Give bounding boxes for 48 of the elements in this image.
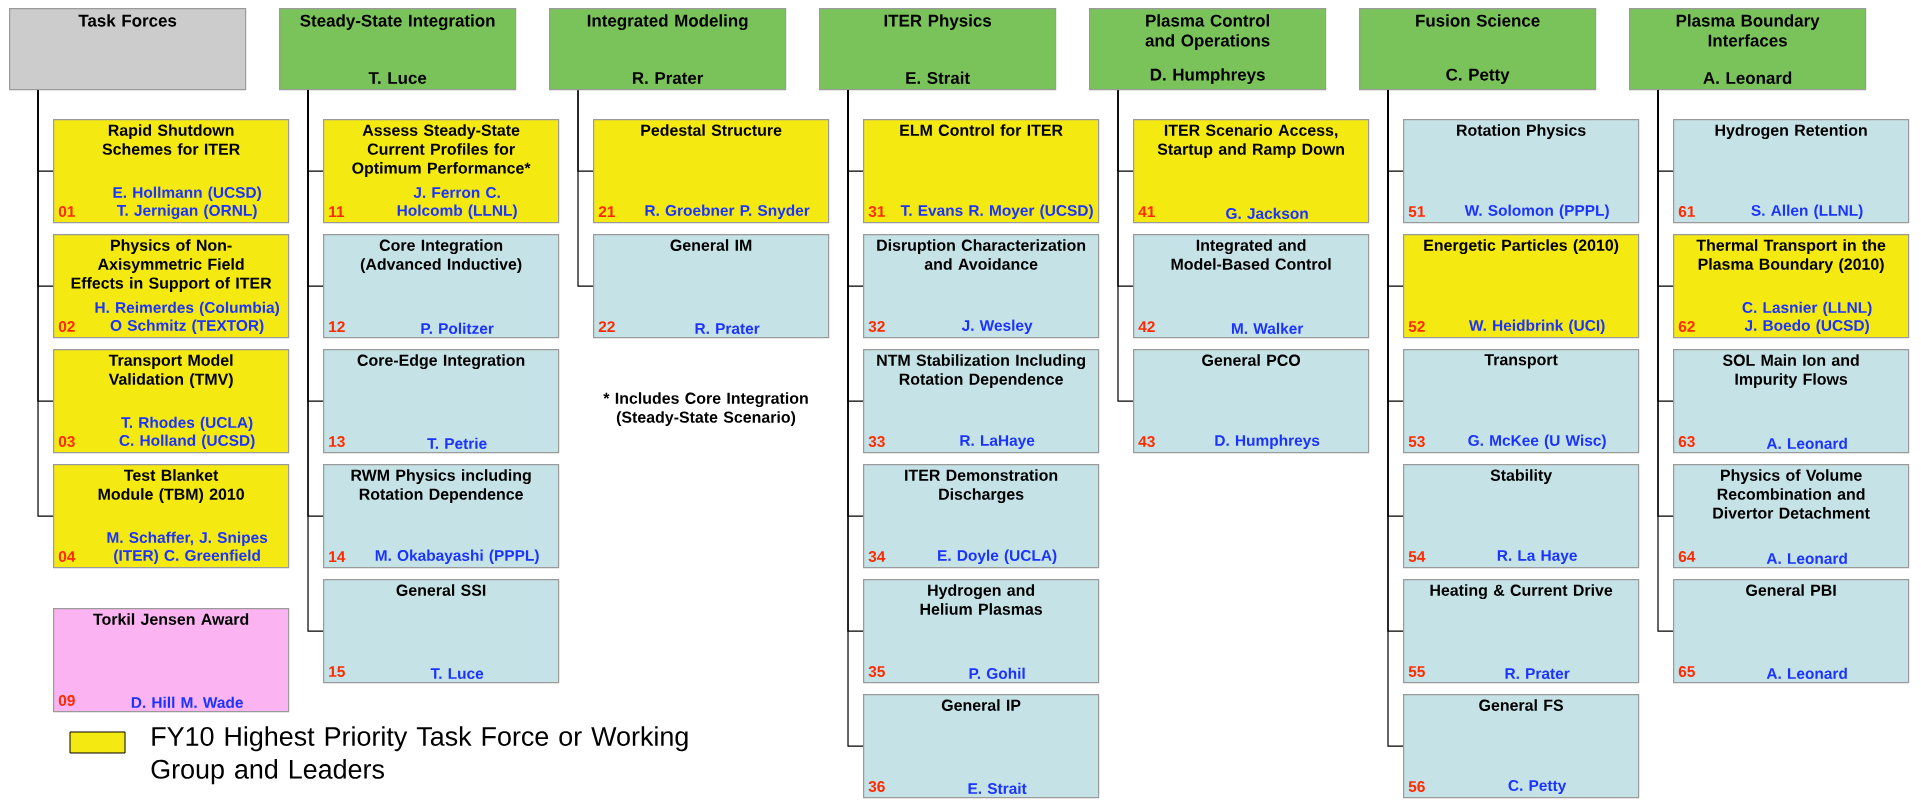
connector-line (1657, 89, 1674, 632)
group-box: Stability 54 R. La Haye (1403, 464, 1640, 569)
header-box: Task Forces (9, 8, 247, 91)
group-box: Hydrogen and Helium Plasmas 35 P. Gohil (863, 579, 1100, 684)
group-box: ITER Scenario Access, Startup and Ramp Down 41 G. Jackson (1133, 119, 1370, 224)
group-box: General PCO 43 D. Humphreys (1133, 349, 1370, 454)
footnote-text: * Includes Core Integration (Steady-State Scenario) (603, 392, 808, 426)
group-box: Assess Steady-State Current Profiles for Optimum Performance* 11 J. Ferron C. Holcomb (LLNL) (323, 119, 560, 224)
group-box: Rapid Shutdown Schemes for ITER 01 E. Hollmann (UCSD) T. Jernigan (ORNL) (53, 119, 290, 224)
group-box: Disruption Characterization and Avoidance 32 J. Wesley (863, 234, 1100, 339)
group-box: Thermal Transport in the Plasma Boundary (2010) 62 C. Lasnier (LLNL) J. Boedo (UCSD) (1673, 234, 1910, 339)
header-box: Integrated Modeling R. Prater (549, 8, 787, 91)
group-box: Transport 53 G. McKee (U Wisc) (1403, 349, 1640, 454)
group-box: RWM Physics including Rotation Dependence 14 M. Okabayashi (PPPL) (323, 464, 560, 569)
group-box: SOL Main Ion and Impurity Flows 63 A. Leonard (1673, 349, 1910, 454)
group-box: Test Blanket Module (TBM) 2010 04 M. Schaffer, J. Snipes (ITER) C. Greenfield (53, 464, 290, 569)
group-box: Energetic Particles (2010) 52 W. Heidbrink (UCI) (1403, 234, 1640, 339)
group-box: General PBI 65 A. Leonard (1673, 579, 1910, 684)
connector-line (1387, 89, 1404, 747)
group-box: ITER Demonstration Discharges 34 E. Doyle (UCLA) (863, 464, 1100, 569)
header-box: Plasma Boundary Interfaces A. Leonard (1629, 8, 1867, 91)
header-box: Steady-State Integration T. Luce (279, 8, 517, 91)
group-box: General SSI 15 T. Luce (323, 579, 560, 684)
connector-line (577, 89, 594, 287)
connector-line (307, 89, 324, 632)
group-box: Physics of Non-Axisymmetric Field Effects in Support of ITER 02 H. Reimerdes (Columbia) O Schmitz (TEXTOR) (53, 234, 290, 339)
group-box: NTM Stabilization Including Rotation Dependence 33 R. LaHaye (863, 349, 1100, 454)
group-box: Transport Model Validation (TMV) 03 T. Rhodes (UCLA) C. Holland (UCSD) (53, 349, 290, 454)
group-box: Physics of Volume Recombination and Divertor Detachment 64 A. Leonard (1673, 464, 1910, 569)
header-box: Plasma Control and Operations D. Humphreys (1089, 8, 1327, 91)
legend-text: FY10 Highest Priority Task Force or Working Group and Leaders (151, 726, 688, 785)
group-box: Integrated and Model-Based Control 42 M. Walker (1133, 234, 1370, 339)
group-box: Torkil Jensen Award 09 D. Hill M. Wade (53, 608, 290, 713)
group-box: General FS 56 C. Petty (1403, 694, 1640, 799)
connector-line (1117, 89, 1134, 402)
group-box: Rotation Physics 51 W. Solomon (PPPL) (1403, 119, 1640, 224)
group-box: General IP 36 E. Strait (863, 694, 1100, 799)
group-box: Hydrogen Retention 61 S. Allen (LLNL) (1673, 119, 1910, 224)
group-box: ELM Control for ITER 31 T. Evans R. Moyer (UCSD) (863, 119, 1100, 224)
connector-line (37, 89, 54, 517)
group-box: Core Integration (Advanced Inductive) 12 P. Politzer (323, 234, 560, 339)
connector-line (847, 89, 864, 747)
header-box: Fusion Science C. Petty (1359, 8, 1597, 91)
group-box: Pedestal Structure 21 R. Groebner P. Snyder (593, 119, 830, 224)
group-box: Core-Edge Integration 13 T. Petrie (323, 349, 560, 454)
header-box: ITER Physics E. Strait (819, 8, 1057, 91)
group-box: General IM 22 R. Prater (593, 234, 830, 339)
group-box: Heating & Current Drive 55 R. Prater (1403, 579, 1640, 684)
